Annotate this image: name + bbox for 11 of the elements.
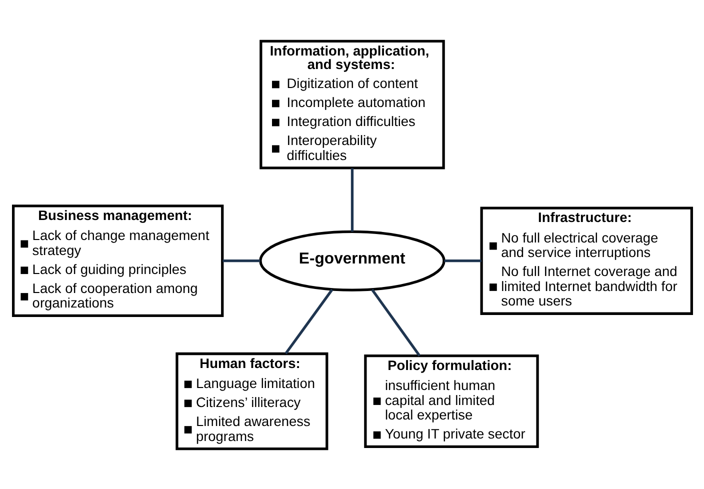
connector [350,168,354,232]
connector [444,259,482,262]
node-box: Human factors: Language limitation Citizens’ illiteracy Limited awareness programs [175,352,328,450]
connector [284,288,333,354]
connector [370,288,420,356]
node-box: Policy formulation: insufficient human capital and limited local expertise Young IT private sector [364,354,538,448]
node-box: Information, application, and systems: Digitization of content Incomplete automation Integration difficulties Interoperability difficulties [259,39,444,169]
connector [222,259,260,262]
node-ellipse: E-government [258,230,445,291]
node-box: Business management: Lack of change management strategy Lack of guiding principles Lack of cooperation among organizations [12,204,224,317]
node-box: Infrastructure: No full electrical coverage and service interruptions No full Internet coverage and limited Internet bandwidth for some users [480,206,693,314]
